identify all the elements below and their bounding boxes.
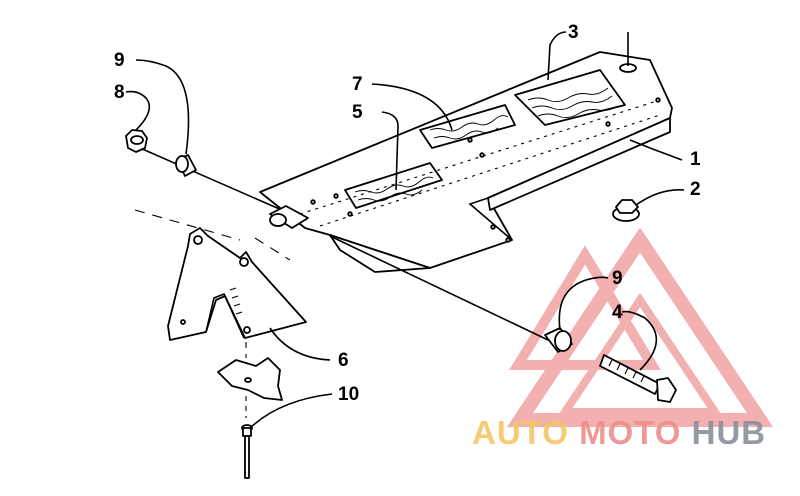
grommet-part-2: [612, 199, 640, 222]
bracket-part-6: [167, 227, 307, 341]
callout-6: 6: [338, 350, 349, 371]
callout-9-top: 9: [114, 50, 125, 71]
leader-8: [125, 90, 151, 131]
callout-7: 7: [352, 74, 363, 95]
leader-6: [269, 327, 331, 361]
svg-text:AUTO MOTO HUB: AUTO MOTO HUB: [472, 414, 766, 451]
watermark-hub: HUB: [692, 414, 767, 451]
callout-4: 4: [612, 302, 623, 323]
center-line: [134, 209, 291, 261]
callout-10: 10: [338, 384, 359, 405]
leader-2: [635, 188, 685, 206]
watermark-moto: MOTO: [579, 414, 681, 451]
callout-2: 2: [690, 179, 701, 200]
pin-part-10: [241, 396, 253, 479]
sleeve-spacer: [269, 205, 309, 229]
leader-5: [381, 111, 399, 191]
axis-line: [139, 147, 549, 341]
leader-9b: [558, 276, 609, 331]
callout-3: 3: [568, 22, 579, 43]
leader-10: [249, 393, 333, 429]
mounting-rail: [259, 32, 673, 273]
nut-part-8: [125, 129, 148, 153]
leader-9a: [135, 59, 190, 155]
callout-8: 8: [114, 82, 125, 103]
leader-3: [547, 31, 567, 81]
leader-7: [371, 83, 453, 131]
callout-5: 5: [352, 102, 363, 123]
callout-1: 1: [690, 149, 701, 170]
leader-1: [629, 139, 683, 161]
watermark-logo: AUTO MOTO HUB: [472, 414, 766, 451]
watermark-auto: AUTO: [472, 414, 569, 451]
pad-part: [217, 357, 283, 401]
watermark-triangle: [506, 227, 774, 427]
bolt-part-4: [599, 354, 677, 403]
leader-4: [621, 310, 658, 371]
bushing-part-9-right: [544, 327, 573, 353]
bushing-part-9-left: [175, 154, 197, 177]
callout-9-right: 9: [612, 268, 623, 289]
